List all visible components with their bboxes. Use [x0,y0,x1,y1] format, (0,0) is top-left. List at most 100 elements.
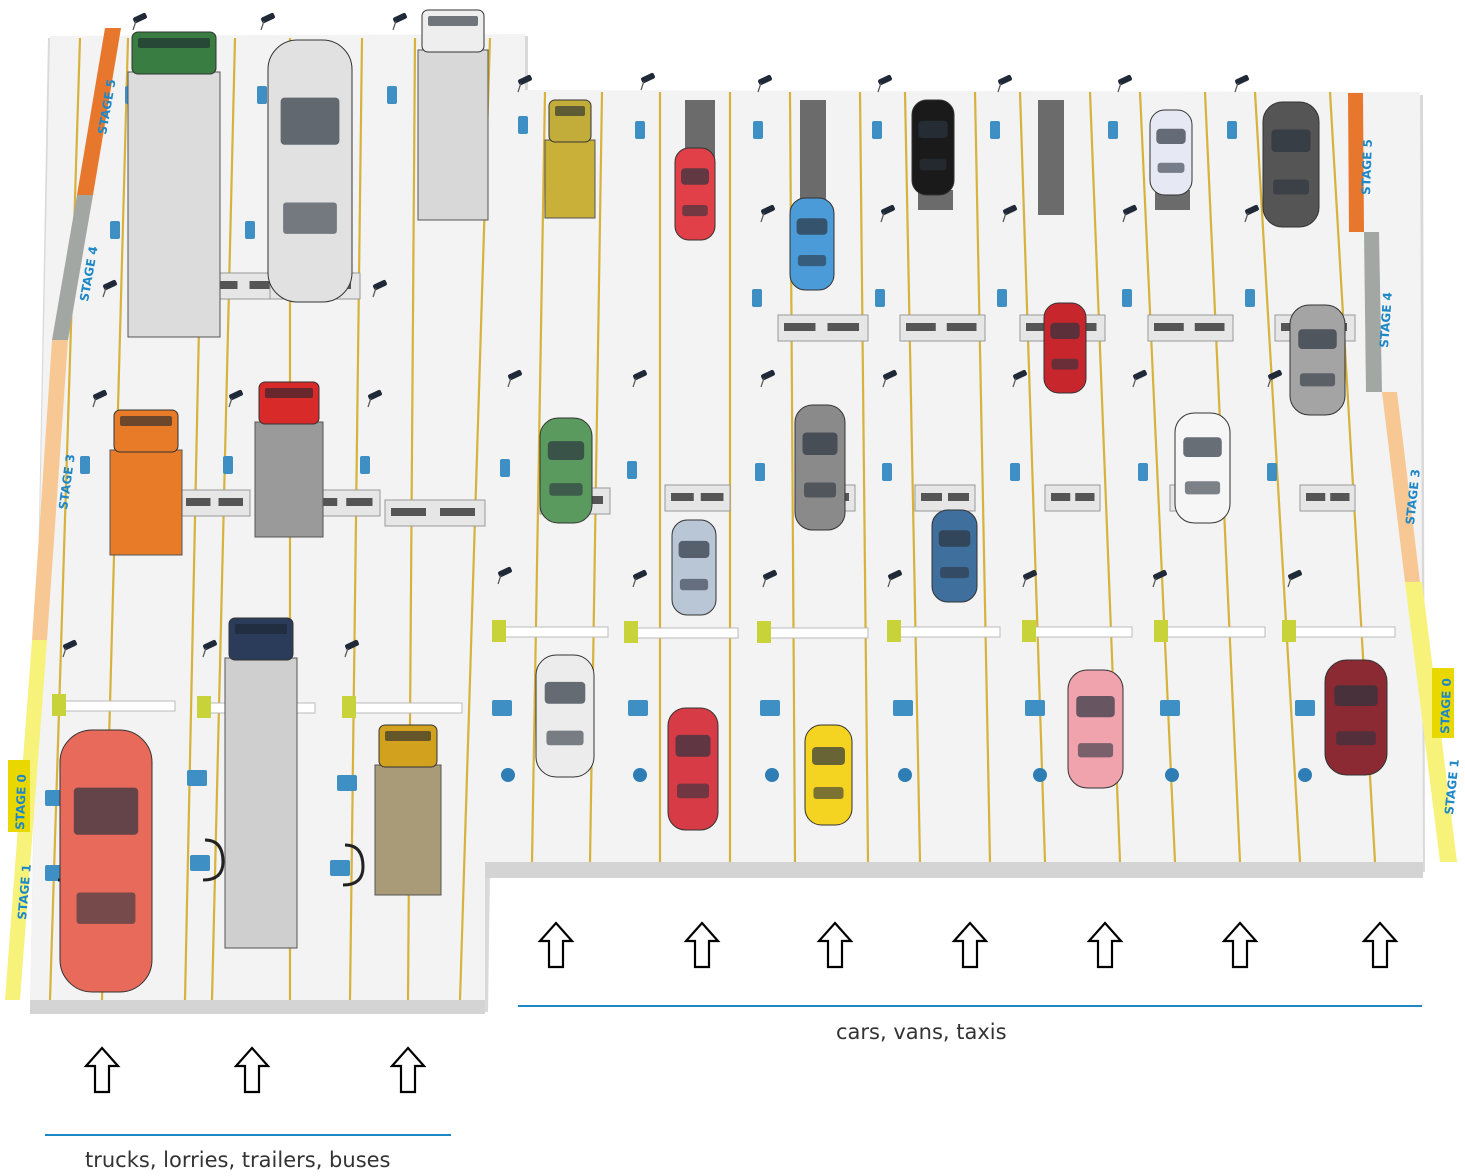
roller [906,323,936,331]
sensor-post-icon [755,463,765,481]
test-unit-box [187,770,207,786]
roller [671,493,694,501]
sensor-post-icon [245,221,255,239]
sensor-post-icon [875,289,885,307]
gauge-head [492,620,506,642]
test-unit-box [337,775,357,791]
sensor-post-icon [223,456,233,474]
measurement-rail [895,627,1000,637]
test-unit-box [492,700,512,716]
test-unit-box [330,860,350,876]
up-arrow-icon [1224,923,1256,967]
measurement-rail [1290,627,1395,637]
measurement-rail [765,628,868,638]
brake-sensor [1165,768,1179,782]
gauge-head [342,696,356,718]
vehicle-loaded-truck [375,725,441,895]
sensor-post-icon [1267,463,1277,481]
gauge-head [624,621,638,643]
brake-sensor [633,768,647,782]
sensor-post-icon [753,121,763,139]
vehicle-grey-van [795,405,845,530]
test-unit-box [760,700,780,716]
camera-icon [392,12,407,30]
test-unit-box [1160,700,1180,716]
camera-icon [877,74,892,92]
roller [1195,323,1225,331]
sensor-post-icon [1122,289,1132,307]
test-unit-box [190,855,210,871]
test-unit-box [628,700,648,716]
vehicle-dark-red-suv [1325,660,1387,775]
roller [1075,493,1094,501]
stage0-label-left: STAGE 0 [13,774,29,830]
roller [440,508,475,516]
roller [947,323,977,331]
gauge-head [52,694,66,716]
sensor-post-icon [500,459,510,477]
roller [186,498,211,506]
vehicle-silver-van [672,520,716,615]
camera-icon [260,12,275,30]
vehicle-white-pickup [536,655,594,777]
sensor-post-icon [1108,121,1118,139]
stage5-label-right: STAGE 5 [1359,139,1375,195]
sensor-post-icon [882,463,892,481]
sensor-post-icon [1245,289,1255,307]
camera-icon [997,74,1012,92]
up-arrow-icon [1089,923,1121,967]
gauge-head [197,696,211,718]
measurement-rail [60,701,175,711]
track-strip [800,100,826,210]
vehicle-grey-bus [268,40,352,302]
measurement-rail [350,703,462,713]
track-strip [1038,100,1064,215]
roller [1306,493,1325,501]
up-arrow-icon [540,923,572,967]
roller [1330,493,1349,501]
brake-sensor [765,768,779,782]
vehicle-green-truck [128,32,220,337]
brake-sensor [1033,768,1047,782]
sensor-post-icon [872,121,882,139]
up-arrow-icon [1364,923,1396,967]
vehicle-blue-trailer-truck [225,618,297,948]
brake-sensor [501,768,515,782]
stage0-label-right: STAGE 0 [1438,678,1454,734]
camera-icon [1117,74,1132,92]
gauge-head [1282,620,1296,642]
heavy-vehicles-caption: trucks, lorries, trailers, buses [85,1148,391,1172]
vehicle-red-car-s5 [675,148,715,240]
sensor-post-icon [1010,463,1020,481]
vehicle-fire-truck [110,410,182,555]
sensor-post-icon [990,121,1000,139]
vehicle-cement-mixer [255,382,323,537]
roller [784,323,816,331]
sensor-post-icon [80,456,90,474]
camera-icon [132,12,147,30]
camera-icon [757,74,772,92]
up-arrow-icon [954,923,986,967]
test-unit-box [1295,700,1315,716]
roller [391,508,426,516]
up-arrow-icon [686,923,718,967]
vehicle-yellow-van [545,100,595,218]
gauge-head [757,621,771,643]
sensor-post-icon [635,121,645,139]
roller [701,493,724,501]
vehicle-white-suv [1175,413,1230,523]
vehicle-white-car-s5 [1150,110,1192,195]
roller [1154,323,1184,331]
roller [828,323,860,331]
sensor-post-icon [1227,121,1237,139]
test-unit-box [893,700,913,716]
sensor-post-icon [518,116,528,134]
vehicle-red-car-s4 [1044,303,1086,393]
roller [921,493,942,501]
vehicle-grey-suv [1290,305,1345,415]
gauge-head [887,620,901,642]
sensor-post-icon [1138,463,1148,481]
vehicle-green-suv [540,418,592,523]
vehicle-blue-car-s5 [790,198,834,290]
gauge-head [1154,620,1168,642]
